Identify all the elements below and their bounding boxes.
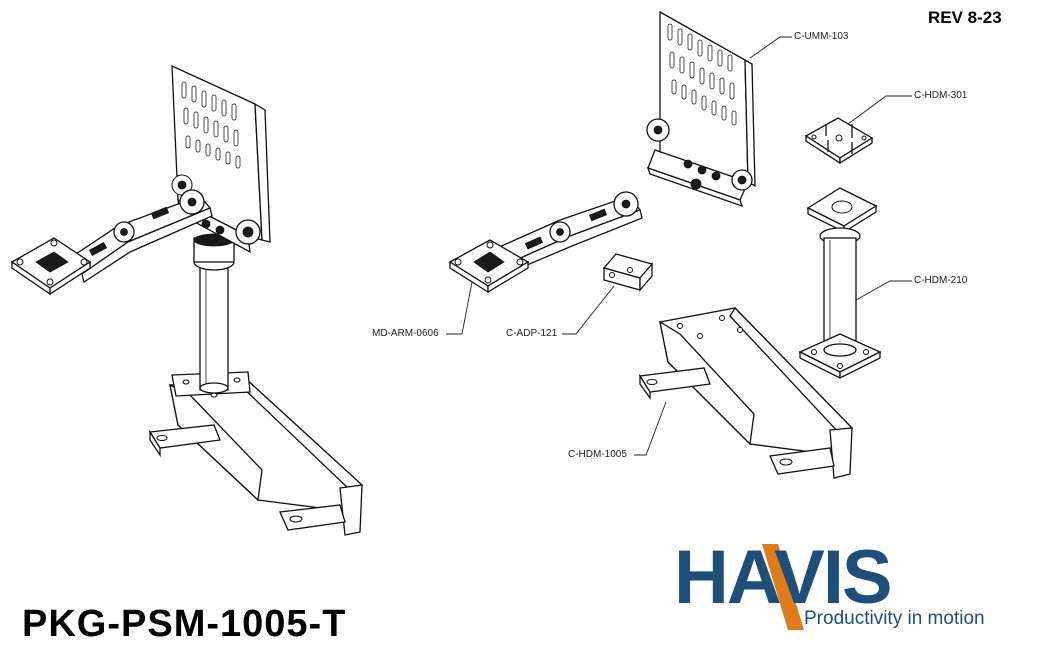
callout-c-hdm-1005: C-HDM-1005 [568,449,627,460]
part-c-umm-103 [646,10,756,208]
havis-logo: HAVIS Productivity in motion [668,535,1008,648]
assembled-arm [69,189,225,284]
part-c-adp-121 [602,253,654,292]
callout-leaders [446,36,912,456]
assembled-base-bracket [148,371,364,536]
logo-brand-text: HAVIS [674,535,893,620]
logo-slash-mark [762,544,804,630]
callout-md-arm-0606: MD-ARM-0606 [372,328,439,339]
callout-c-hdm-301: C-HDM-301 [914,90,968,101]
part-c-hdm-1005 [638,306,854,479]
callout-c-hdm-210: C-HDM-210 [914,275,968,286]
part-c-hdm-301 [804,117,874,165]
callout-c-adp-121: C-ADP-121 [506,328,558,339]
assembled-mount [10,64,364,536]
logo-tagline: Productivity in motion [804,608,985,629]
assembled-post [193,233,235,394]
part-number-title: PKG-PSM-1005-T [22,603,347,645]
callout-c-umm-103: C-UMM-103 [794,31,849,42]
part-md-arm-0606 [448,191,643,294]
part-c-hdm-210 [798,187,882,380]
revision-label: REV 8-23 [928,8,1002,27]
assembled-vesa-plate [10,237,92,296]
